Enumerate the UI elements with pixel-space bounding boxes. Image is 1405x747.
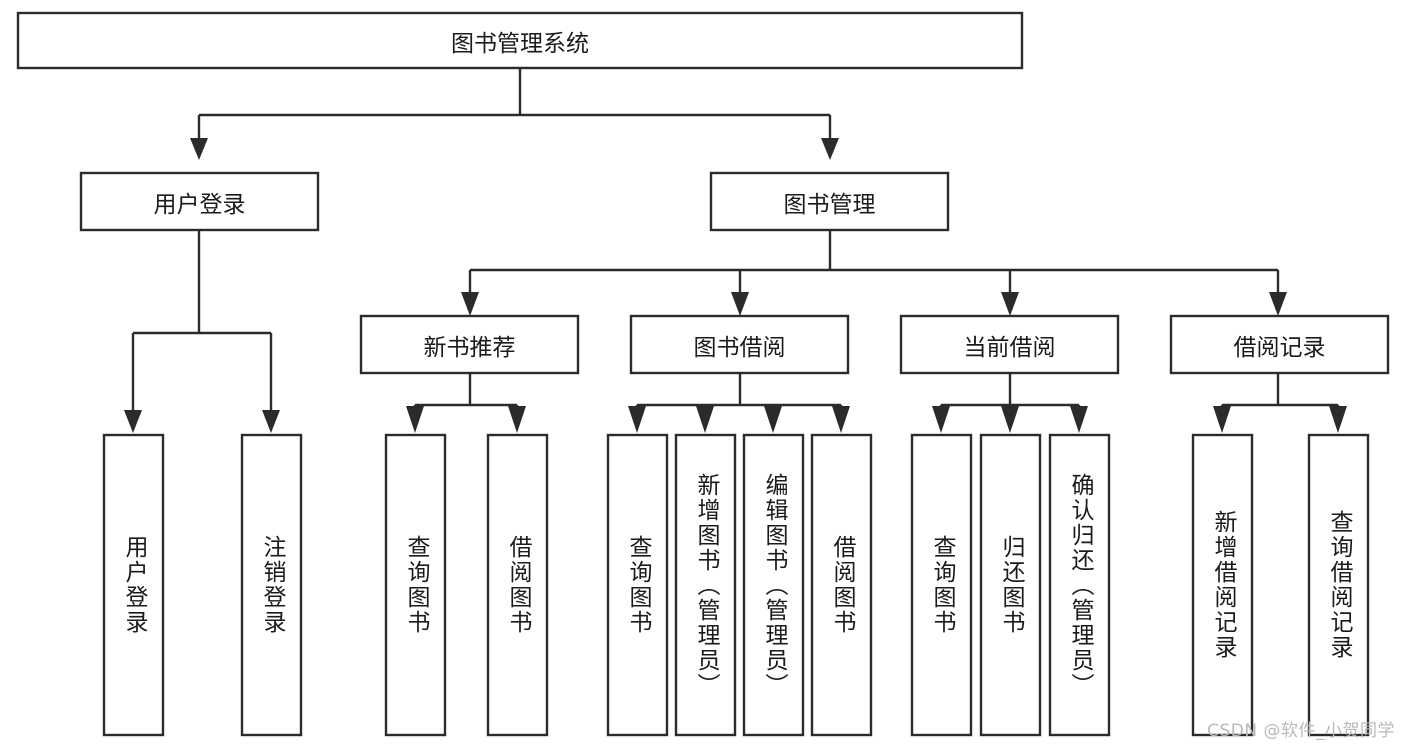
node-box-user-login[interactable] [79, 171, 320, 232]
node-box-root[interactable] [16, 11, 1024, 70]
arrowhead-borrow-add-book [696, 406, 714, 433]
arrowhead-recommend-borrow-book [508, 406, 526, 433]
arrowhead-user-login-do [124, 410, 142, 433]
arrowhead-borrow-record [1269, 292, 1287, 316]
arrowhead-current-query-book [932, 406, 950, 433]
arrowhead-current-borrow [1001, 292, 1019, 316]
node-box-record-add[interactable] [1191, 433, 1254, 737]
arrowhead-current-confirm-return [1070, 406, 1088, 433]
node-box-borrow-query-book[interactable] [606, 433, 669, 737]
arrowhead-recommend-query-book [406, 406, 424, 433]
node-box-borrow-borrow-book[interactable] [810, 433, 873, 737]
csdn-watermark: CSDN @软件_小贺同学 [1207, 721, 1395, 741]
node-box-recommend-query-book[interactable] [384, 433, 447, 737]
arrowhead-new-book-recommend [461, 292, 479, 316]
arrowhead-book-borrow [731, 292, 749, 316]
arrowhead-borrow-query-book [628, 406, 646, 433]
arrowhead-borrow-edit-book [764, 406, 782, 433]
node-box-current-return-book[interactable] [979, 433, 1042, 737]
node-box-current-borrow[interactable] [899, 314, 1120, 375]
node-box-recommend-borrow-book[interactable] [486, 433, 549, 737]
node-box-borrow-add-book[interactable] [674, 433, 737, 737]
node-box-new-book-recommend[interactable] [359, 314, 580, 375]
arrowhead-user-login [190, 138, 208, 160]
arrowhead-user-logout [262, 410, 280, 433]
arrowhead-current-return-book [1001, 406, 1019, 433]
node-box-book-borrow[interactable] [629, 314, 850, 375]
arrowhead-record-query [1329, 406, 1347, 433]
node-box-user-login-do[interactable] [102, 433, 165, 737]
node-box-user-logout[interactable] [240, 433, 303, 737]
arrowhead-book-manage [821, 138, 839, 160]
node-box-current-query-book[interactable] [910, 433, 973, 737]
arrowhead-record-add [1213, 406, 1231, 433]
node-box-borrow-edit-book[interactable] [742, 433, 805, 737]
arrowhead-borrow-borrow-book [832, 406, 850, 433]
node-box-borrow-record[interactable] [1169, 314, 1390, 375]
node-box-current-confirm-return[interactable] [1048, 433, 1111, 737]
node-box-book-manage[interactable] [709, 171, 950, 232]
node-box-record-query[interactable] [1307, 433, 1370, 737]
